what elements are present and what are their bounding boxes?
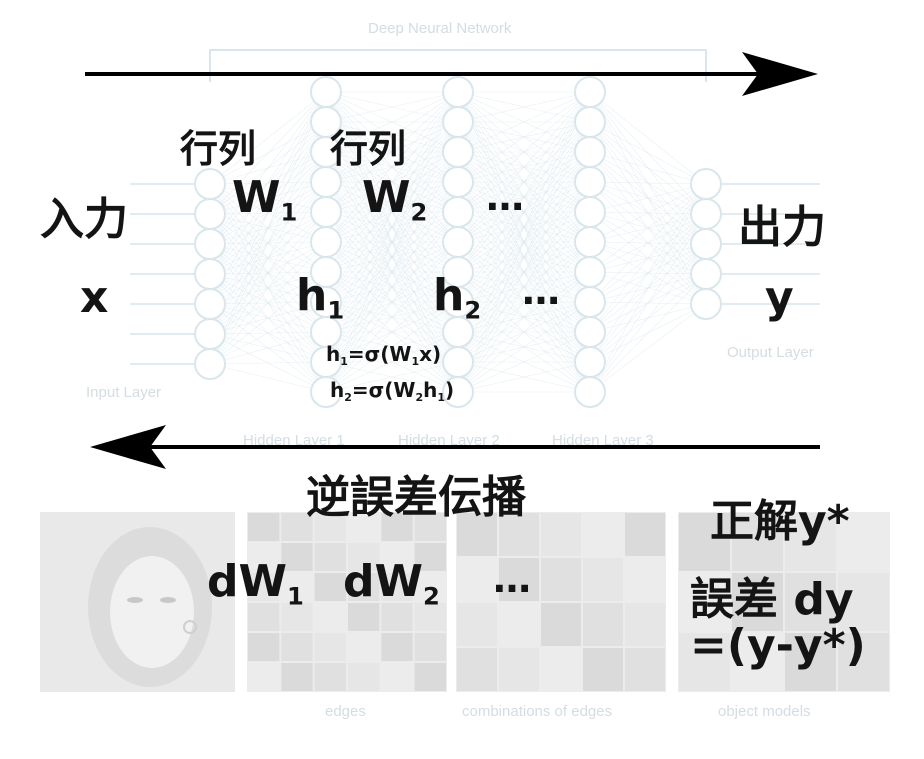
bg-caption-edges: edges <box>325 703 366 720</box>
bg-node-2-10 <box>442 376 474 408</box>
input-title: 入力 <box>40 194 128 245</box>
bg-output-layer-label: Output Layer <box>727 344 814 361</box>
forward-arrowhead <box>742 52 818 96</box>
hidden-1-symbol: h1 <box>296 270 345 325</box>
bg-input-layer-label: Input Layer <box>86 384 162 401</box>
bg-edges-grid <box>247 512 447 692</box>
gradient-ellipsis: … <box>493 557 531 601</box>
bg-hidden-layer-3-label: Hidden Layer 3 <box>552 432 654 449</box>
equation-h1: h1=σ(W1x) <box>326 342 442 368</box>
bg-face-image <box>40 512 235 692</box>
bg-network-title: Deep Neural Network <box>368 20 512 37</box>
hidden-ellipsis: … <box>522 269 560 313</box>
backward-arrowhead <box>90 425 166 469</box>
bg-caption-object-models: object models <box>718 703 811 720</box>
gradient-1-symbol: dW1 <box>207 556 304 611</box>
backprop-title: 逆誤差伝播 <box>306 472 526 523</box>
bg-caption-combinations: combinations of edges <box>462 703 613 720</box>
output-variable: y <box>765 272 794 323</box>
error-label-line2: =(y-y*) <box>690 620 866 671</box>
bg-object-models-grid <box>678 512 890 692</box>
matrix-ellipsis: … <box>486 175 524 219</box>
matrix-2-symbol: W2 <box>362 172 428 227</box>
matrix-2-label: 行列 <box>330 127 407 171</box>
bg-hidden-layer-1-label: Hidden Layer 1 <box>243 432 345 449</box>
gradient-2-symbol: dW2 <box>343 556 440 611</box>
bg-node-1-10 <box>310 376 342 408</box>
input-variable: x <box>80 272 109 323</box>
bg-node-4-4 <box>690 288 722 320</box>
output-title: 出力 <box>738 202 826 253</box>
hidden-2-symbol: h2 <box>433 270 482 325</box>
target-label: 正解y* <box>710 496 850 547</box>
equation-h2: h2=σ(W2h1) <box>330 378 455 404</box>
bg-node-3-10 <box>574 376 606 408</box>
matrix-1-label: 行列 <box>180 127 257 171</box>
bg-combinations-grid <box>456 512 666 692</box>
bg-hidden-layer-2-label: Hidden Layer 2 <box>398 432 500 449</box>
error-label-line1: 誤差 dy <box>690 574 854 625</box>
matrix-1-symbol: W1 <box>232 172 298 227</box>
bg-node-0-6 <box>194 348 226 380</box>
